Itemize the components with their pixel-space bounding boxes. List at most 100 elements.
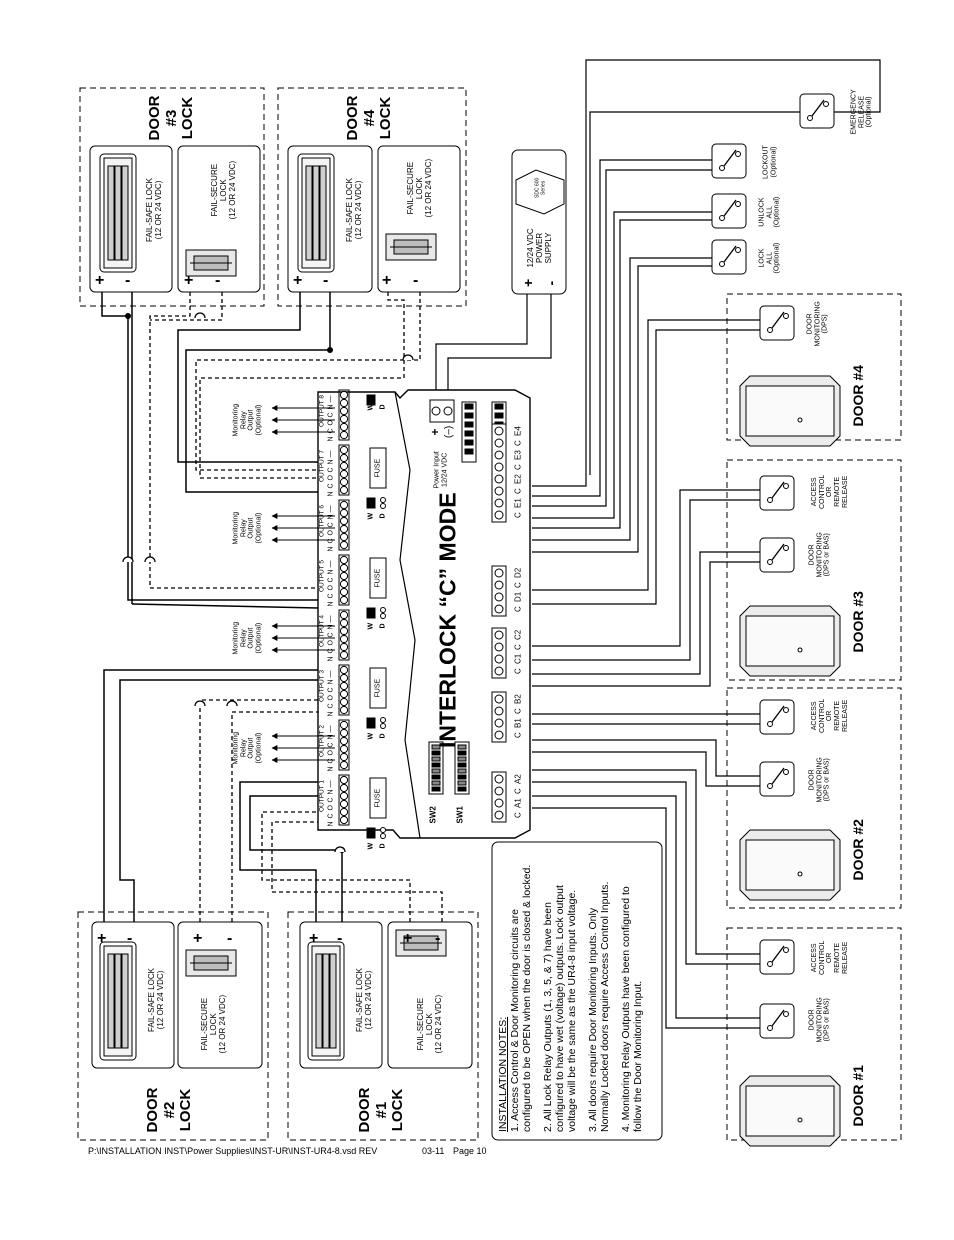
reader-face: [745, 385, 835, 437]
switch-contact: [783, 313, 789, 319]
dip-switch-toggle: [431, 744, 441, 750]
label-line: Relay: [240, 629, 248, 648]
input-terminal-label: A1: [513, 798, 523, 808]
input-terminal-block: [491, 691, 507, 743]
switch-body: [759, 305, 795, 341]
input-terminal-screw: [494, 438, 504, 448]
label-line: (12 OR 24 VDC): [363, 970, 373, 1030]
switch-contact: [719, 165, 725, 171]
output-pin-label: N: [327, 459, 335, 465]
jumper-d-label: D: [379, 733, 387, 739]
label-line: Relay: [240, 739, 248, 758]
maglock-frame: [297, 153, 335, 273]
terminal-screw: [339, 540, 349, 550]
terminal-screw: [339, 760, 349, 770]
input-terminal-label: C: [513, 440, 523, 446]
door3-access-wire: [532, 499, 760, 661]
door2-lock-wire: [119, 679, 318, 922]
output-pin-label: C: [327, 797, 335, 803]
positive-terminal: +: [403, 930, 413, 947]
terminal-screw: [339, 665, 349, 675]
jumper-pin: [380, 723, 386, 729]
negative-terminal: -: [323, 272, 329, 289]
door4-reader: [739, 375, 841, 447]
label-line: REMOTE: [834, 942, 842, 973]
terminal-screw: [339, 775, 349, 785]
input-terminal-screw: [494, 498, 504, 508]
dip-switch-sw1: [454, 741, 470, 795]
wire-crossover: [194, 700, 206, 707]
notes-heading: INSTALLATION NOTES:: [497, 1016, 509, 1132]
label-line: Relay: [240, 411, 248, 430]
door2-monitor-wire: [532, 751, 760, 787]
power-supply-module: [515, 169, 565, 215]
switch-contact: [735, 151, 741, 157]
switch-contact: [719, 215, 725, 221]
terminal-screw: [339, 783, 349, 793]
output-pin-label: N: [327, 821, 335, 827]
output-label-7: OUTPUT 7: [318, 449, 326, 482]
output-pin-label: N: [327, 711, 335, 717]
terminal-screw: [339, 705, 349, 715]
input-terminal-screw: [494, 786, 504, 796]
dip-switch-toggle: [457, 762, 467, 768]
note-line: 3. All doors require Door Monitoring Inp…: [587, 907, 599, 1132]
door1-failsecure-panel: [387, 921, 473, 1069]
output-pin-label: —: [327, 670, 335, 678]
label-line: LOCKOUT: [762, 145, 770, 179]
label-line: Series: [540, 180, 546, 195]
wire-crossover: [144, 556, 156, 563]
label-line: #2: [160, 1101, 178, 1119]
power-supply-minus: -: [543, 280, 559, 286]
label-line: DOOR: [344, 95, 361, 141]
label-line: OR: [826, 710, 834, 722]
terminal-block: [338, 554, 350, 606]
notes-block: INSTALLATION NOTES:1. Access Control & D…: [497, 865, 653, 1132]
input-terminal-screw: [494, 630, 504, 640]
output-pin-label: O: [327, 475, 335, 481]
door2-enclosure: [726, 687, 902, 909]
switch-arm: [771, 481, 785, 499]
lock-all-switch: [711, 239, 747, 275]
footer-date: 03-11: [422, 1146, 445, 1156]
positive-terminal: +: [309, 930, 319, 947]
devices: [89, 93, 841, 1147]
negative-terminal: -: [127, 930, 133, 947]
dip-switch-toggle: [431, 756, 441, 762]
door4-failsecure-lock: [385, 233, 437, 261]
label-line: LOCK: [758, 248, 766, 268]
input-terminal-label: E3: [513, 450, 523, 460]
terminal-screw: [339, 563, 349, 573]
output-pin-label: O: [327, 530, 335, 536]
terminal-screw: [339, 626, 349, 636]
dip-switch-toggle: [431, 768, 441, 774]
door2-failsafe-label: FAIL-SAFE LOCK(12 OR 24 VDC): [147, 968, 166, 1032]
door2-monitor-wire: [532, 739, 760, 777]
header-pin: [494, 412, 504, 419]
label-line: ALL: [766, 205, 774, 219]
switch-contact: [783, 545, 789, 551]
switch-arm: [771, 705, 785, 723]
label-line: (12 OR 24 VDC): [353, 180, 363, 240]
door3-access-switch: [759, 475, 795, 511]
label-line: LOCK: [377, 96, 394, 140]
output-label-5: OUTPUT 5: [318, 559, 326, 592]
terminal-screw: [339, 508, 349, 518]
input-terminal-label: C1: [513, 653, 523, 664]
input-terminal-block: [491, 771, 507, 823]
terminal-block: [338, 444, 350, 496]
label-line: OR: [826, 486, 834, 498]
switch-arm: [771, 945, 785, 963]
fuse-label: FUSE: [374, 458, 382, 478]
door3-monitor-wire: [532, 561, 760, 687]
label-line: (12 OR 24 VDC): [433, 994, 443, 1054]
label-line: MONITORING: [816, 532, 824, 578]
note-line: voltage will be the same as the UR4-8 in…: [566, 889, 578, 1132]
terminal-screw: [339, 618, 349, 628]
label-line: Power Input: [433, 451, 441, 489]
